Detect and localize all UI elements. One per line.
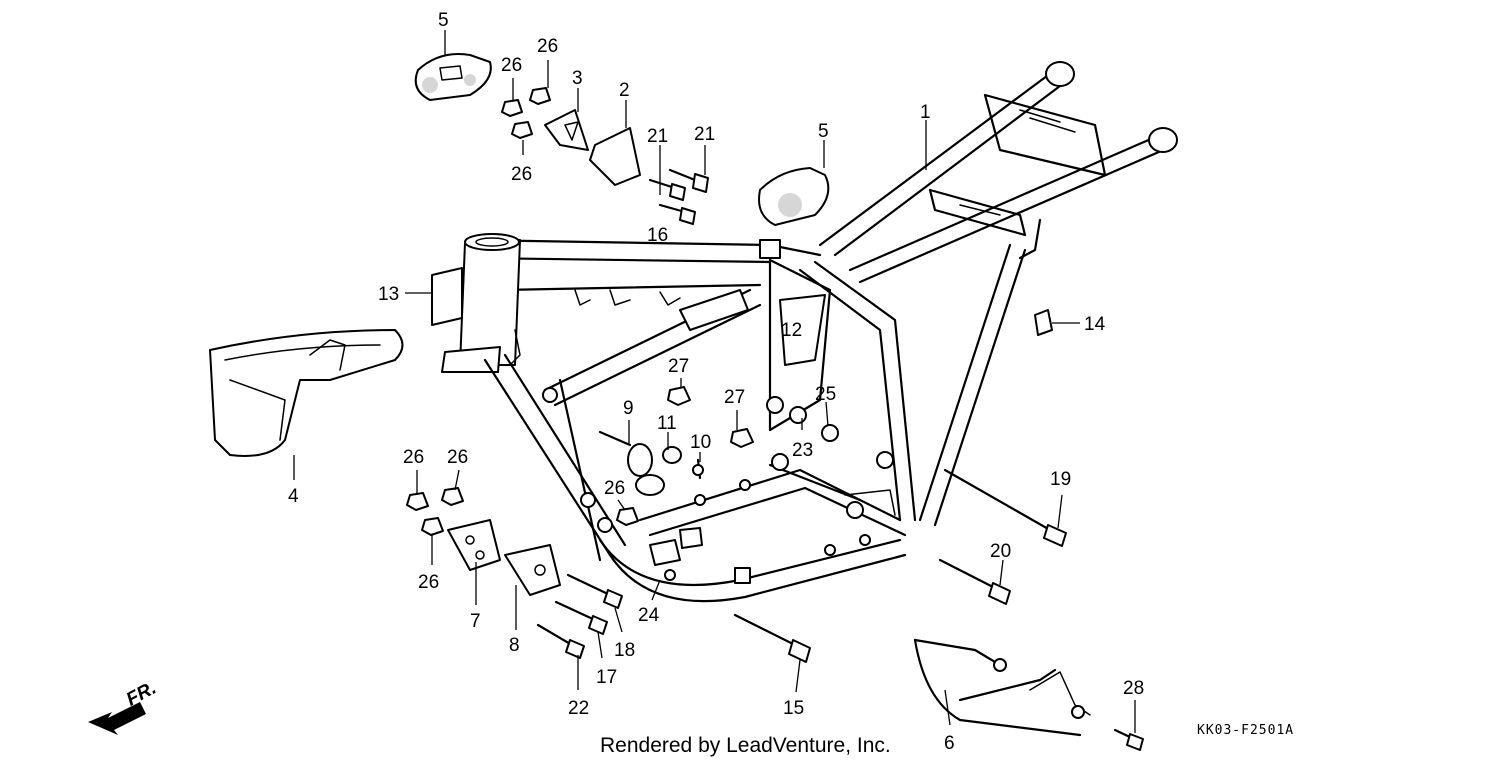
callout-28: 28 <box>1123 678 1144 699</box>
callout-2: 2 <box>619 80 630 101</box>
callout-26-top-b: 26 <box>537 36 558 57</box>
callout-3: 3 <box>572 68 583 89</box>
leader-lines <box>293 30 1136 733</box>
callout-27-left: 27 <box>668 356 689 377</box>
callout-26-left-a: 26 <box>403 447 424 468</box>
callout-9: 9 <box>623 398 634 419</box>
callout-18: 18 <box>614 640 635 661</box>
callout-23: 23 <box>792 440 813 461</box>
main-frame-drawing <box>441 61 1178 603</box>
front-direction-label: FR. <box>123 678 160 711</box>
callout-5-right: 5 <box>818 121 829 142</box>
callout-4: 4 <box>288 486 299 507</box>
callout-1: 1 <box>920 102 931 123</box>
footer-credit: Rendered by LeadVenture, Inc. <box>600 734 891 757</box>
callout-14: 14 <box>1084 314 1106 335</box>
callout-24: 24 <box>638 605 660 626</box>
callout-16: 16 <box>647 225 668 246</box>
callout-labels: 1 2 3 4 5 5 6 7 8 9 10 11 12 13 14 15 16… <box>288 10 1144 754</box>
callout-22: 22 <box>568 698 589 719</box>
callout-8: 8 <box>509 635 520 656</box>
callout-12: 12 <box>781 320 802 341</box>
callout-21-left: 21 <box>647 126 668 147</box>
callout-20: 20 <box>990 541 1011 562</box>
loose-parts-drawing <box>88 53 1144 751</box>
callout-11: 11 <box>657 413 677 434</box>
callout-26-center: 26 <box>604 478 625 499</box>
callout-15: 15 <box>783 698 804 719</box>
diagram-code: KK03-F2501A <box>1197 723 1294 738</box>
callout-10: 10 <box>690 432 711 453</box>
front-direction-arrow-icon <box>88 702 146 735</box>
callout-26-top-c: 26 <box>511 164 532 185</box>
callout-7: 7 <box>470 611 481 632</box>
callout-26-top-a: 26 <box>501 55 522 76</box>
callout-21-right: 21 <box>694 124 715 145</box>
callout-17: 17 <box>596 667 617 688</box>
callout-27-right: 27 <box>724 387 745 408</box>
callout-26-left-c: 26 <box>418 572 439 593</box>
callout-13: 13 <box>378 284 399 305</box>
callout-25: 25 <box>815 384 836 405</box>
callout-6: 6 <box>944 733 955 754</box>
callout-19: 19 <box>1050 469 1071 490</box>
callout-26-left-b: 26 <box>447 447 468 468</box>
callout-5-top: 5 <box>438 10 449 31</box>
